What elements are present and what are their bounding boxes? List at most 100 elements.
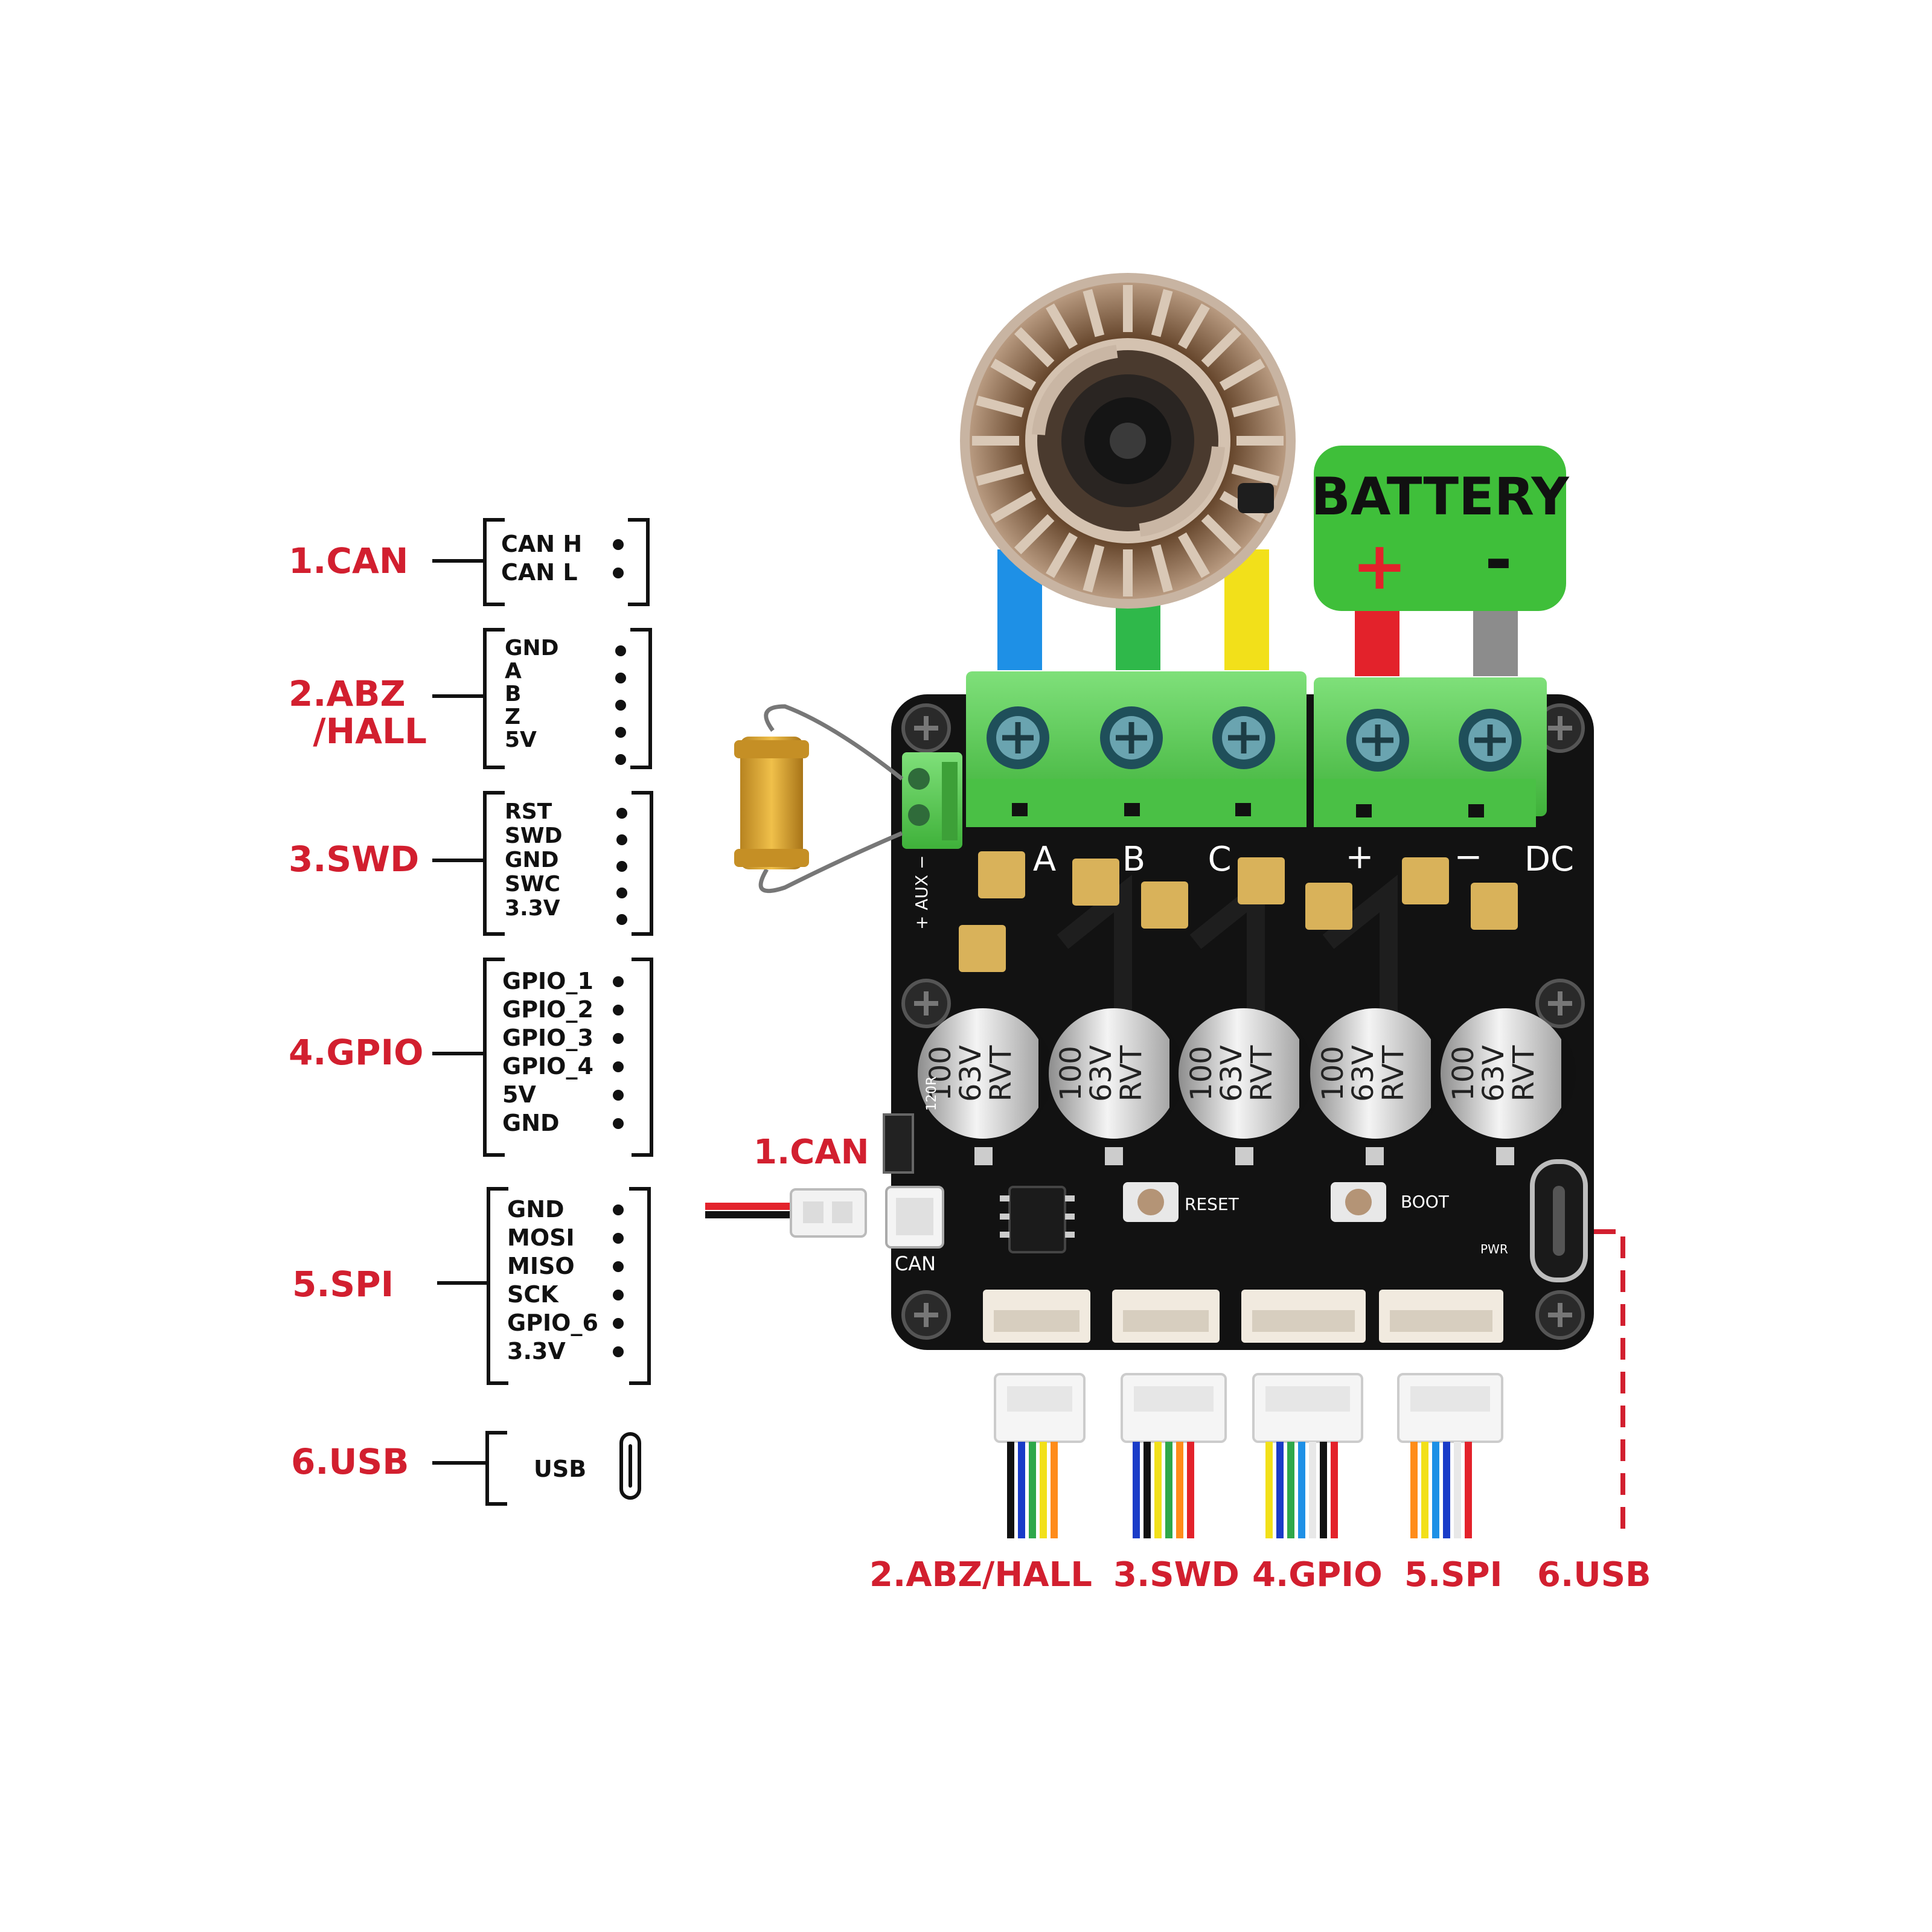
aux-power-resistor xyxy=(734,704,904,894)
legend-swd-bracket xyxy=(483,791,505,936)
cable-swd xyxy=(1121,1373,1227,1538)
legend-usb-bracket xyxy=(485,1431,507,1506)
cap2-series: RVT xyxy=(1115,1045,1148,1102)
battery-block xyxy=(1314,446,1566,611)
pin-gpio-4: GPIO_4 xyxy=(502,1053,593,1080)
pin-abz-b: B xyxy=(505,682,522,706)
label-can: CAN xyxy=(895,1252,936,1275)
label-dc-plus: + xyxy=(1346,837,1374,877)
stator-tooth xyxy=(1178,532,1210,578)
pin-gpio-1: GPIO_1 xyxy=(502,968,593,994)
phase-terminal-block xyxy=(966,671,1307,827)
termination-jumper xyxy=(883,1113,914,1174)
bottom-label-usb: 6.USB xyxy=(1537,1555,1651,1595)
stator-tooth xyxy=(1219,359,1265,391)
reset-button xyxy=(1123,1182,1179,1222)
legend-gpio-leader xyxy=(432,1052,483,1055)
legend-can-pins: CAN H CAN L xyxy=(501,530,582,587)
cap5-series: RVT xyxy=(1507,1045,1541,1102)
pin-swd-swd: SWD xyxy=(505,824,563,848)
battery-plus-sign: + xyxy=(1352,527,1407,604)
stator-tooth xyxy=(990,359,1037,391)
label-boot: BOOT xyxy=(1401,1192,1450,1212)
legend-swd-pins: RST SWD GND SWC 3.3V xyxy=(505,800,563,921)
bldc-motor xyxy=(960,273,1296,609)
legend-usb-pins: USB xyxy=(534,1455,586,1483)
legend-can-leader xyxy=(432,559,483,563)
cap5-value: 100 xyxy=(1447,1046,1480,1101)
legend-can-label: 1.CAN xyxy=(289,540,409,581)
cable-gpio xyxy=(1252,1373,1363,1538)
aux-terminal-block xyxy=(902,752,962,849)
cap5-voltage: 63V xyxy=(1477,1045,1511,1102)
capacitor-1 xyxy=(918,1008,1054,1165)
capacitor-3 xyxy=(1179,1008,1314,1165)
legend-abz-pins: GND A B Z 5V xyxy=(505,637,559,752)
wire-battery-gray xyxy=(1473,610,1518,676)
legend-can-bracket xyxy=(483,518,505,606)
cap4-voltage: 63V xyxy=(1346,1045,1380,1102)
stator-tooth xyxy=(1014,514,1055,555)
pin-gpio-3: GPIO_3 xyxy=(502,1025,593,1051)
pin-spi-gpio6: GPIO_6 xyxy=(507,1310,598,1336)
pin-gpio-2: GPIO_2 xyxy=(502,996,593,1023)
pin-abz-gnd: GND xyxy=(505,636,559,661)
label-dc: DC xyxy=(1524,840,1574,879)
label-aux: + AUX − xyxy=(912,855,932,930)
pin-usb: USB xyxy=(534,1456,587,1482)
label-120r: 120R xyxy=(924,1076,939,1111)
stator-tooth xyxy=(1178,303,1210,350)
legend-gpio-bracket xyxy=(483,958,505,1157)
legend-gpio-label: 4.GPIO xyxy=(289,1032,424,1073)
pin-gpio-5v: 5V xyxy=(502,1081,536,1108)
can-cable xyxy=(705,1188,867,1238)
stator-tooth xyxy=(1151,289,1173,337)
legend-spi-leader xyxy=(437,1281,487,1285)
legend-swd-leader xyxy=(432,859,483,862)
bottom-label-swd: 3.SWD xyxy=(1113,1555,1239,1595)
battery-title: BATTERY xyxy=(1311,467,1570,527)
legend-abz-bracket xyxy=(483,628,505,769)
stator-tooth xyxy=(1083,289,1105,337)
label-phase-b: B xyxy=(1122,840,1145,879)
wire-battery-red xyxy=(1355,610,1399,676)
stator-tooth xyxy=(1231,464,1280,486)
stator-tooth xyxy=(1201,327,1242,368)
board-headers xyxy=(983,1290,1503,1343)
stator-tooth xyxy=(1231,395,1280,418)
label-dc-minus: − xyxy=(1454,837,1483,877)
pin-swd-gnd: GND xyxy=(505,848,559,872)
ic-chip xyxy=(1000,1186,1075,1253)
stator-tooth xyxy=(976,395,1025,418)
pin-swd-swc: SWC xyxy=(505,872,561,897)
usb-c-port-icon xyxy=(619,1432,641,1500)
board-usb-c-port xyxy=(1530,1159,1588,1282)
legend-gpio-bracket-right xyxy=(632,958,653,1157)
wire-phase-green xyxy=(1116,598,1160,670)
legend-abz-bracket-right xyxy=(630,628,652,769)
stator-tooth xyxy=(1151,544,1173,593)
bottom-label-spi: 5.SPI xyxy=(1404,1555,1503,1595)
cable-spi xyxy=(1397,1373,1503,1538)
bottom-label-abz-hall: 2.ABZ/HALL xyxy=(869,1555,1092,1595)
pin-swd-rst: RST xyxy=(505,799,552,824)
stator-tooth xyxy=(1014,327,1055,368)
legend-abz-leader xyxy=(432,694,483,698)
pin-spi-gnd: GND xyxy=(507,1196,565,1223)
cap2-voltage: 63V xyxy=(1084,1045,1118,1102)
cap4-value: 100 xyxy=(1316,1046,1350,1101)
can-callout-label: 1.CAN xyxy=(753,1133,869,1172)
pin-spi-3v3: 3.3V xyxy=(507,1338,566,1364)
boot-button xyxy=(1331,1182,1386,1222)
capacitor-4 xyxy=(1310,1008,1446,1165)
legend-spi-label: 5.SPI xyxy=(292,1264,394,1305)
legend-spi-bracket xyxy=(487,1187,508,1385)
cap1-series: RVT xyxy=(984,1045,1018,1102)
mounting-holes xyxy=(901,703,1585,1340)
legend-abz-label: 2.ABZ /HALL xyxy=(289,673,427,752)
pin-spi-sck: SCK xyxy=(507,1281,558,1308)
pin-spi-mosi: MOSI xyxy=(507,1224,575,1251)
pin-abz-5v: 5V xyxy=(505,728,537,752)
